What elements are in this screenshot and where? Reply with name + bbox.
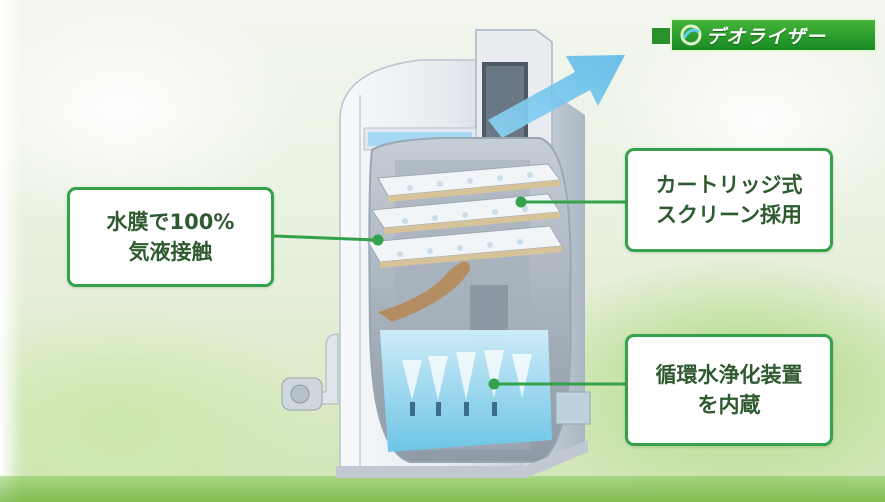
callout-bottom-right-line-1: 循環水浄化装置	[655, 363, 803, 387]
leaf-swirl-icon	[680, 24, 702, 46]
callout-water-purifier: 循環水浄化装置 を内蔵	[625, 334, 833, 446]
callout-water-film-contact: 水膜で100% 気液接触	[67, 187, 274, 287]
circulating-water-tank	[380, 330, 552, 452]
screen-layer-3	[367, 225, 563, 268]
leader-dot-left	[372, 234, 384, 246]
bottom-green-strip	[0, 476, 885, 502]
deoliser-logo: デオライザー	[652, 16, 877, 54]
tower-base	[336, 391, 591, 478]
inlet-pipe-and-motor	[281, 333, 339, 411]
logo-box	[670, 18, 877, 52]
left-edge-fade	[0, 0, 22, 502]
callout-top-right-line-1: カートリッジ式	[655, 173, 803, 197]
logo-text: デオライザー	[706, 26, 827, 48]
airflow-ribbon	[378, 261, 470, 322]
callout-cartridge-screen: カートリッジ式 スクリーン採用	[625, 148, 833, 252]
leader-dot-top-right	[515, 196, 527, 208]
screen-layer-2	[371, 193, 561, 234]
leader-lines	[273, 196, 625, 390]
callout-left-line-2: 気液接触	[128, 240, 213, 264]
screen-cartridge-layers	[367, 163, 563, 268]
callout-top-right-line-2: スクリーン採用	[656, 203, 802, 227]
exhaust-arrow	[488, 55, 625, 138]
leader-dot-bottom-right	[488, 378, 500, 390]
callout-left-line-1: 水膜で100%	[106, 210, 235, 234]
callout-bottom-right-line-2: を内蔵	[697, 393, 761, 417]
leader-line-left	[273, 234, 377, 242]
